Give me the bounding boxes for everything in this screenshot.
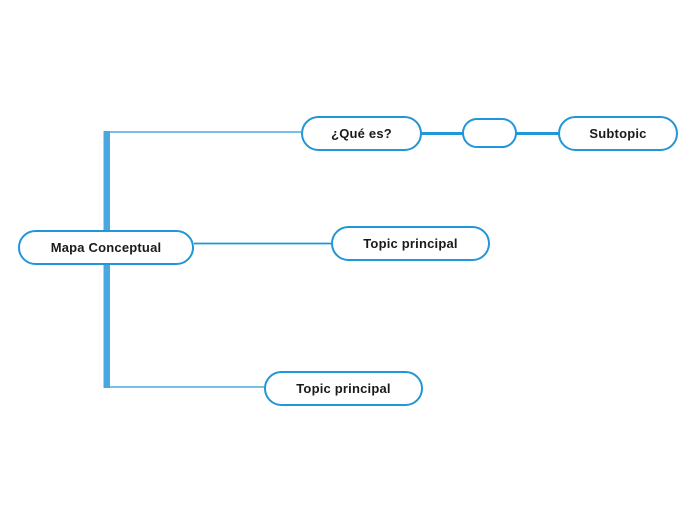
mindmap-node-root[interactable]: Mapa Conceptual xyxy=(18,230,194,265)
node-label-topic-principal-bottom: Topic principal xyxy=(296,381,391,396)
trunk-lower-connector xyxy=(103,247,110,388)
mindmap-node-subtopic[interactable]: Subtopic xyxy=(558,116,678,151)
mindmap-node-topic-principal-bottom[interactable]: Topic principal xyxy=(264,371,423,406)
node-label-que-es: ¿Qué es? xyxy=(331,126,392,141)
node-label-topic-principal-middle: Topic principal xyxy=(363,236,458,251)
mindmap-node-empty[interactable] xyxy=(462,118,517,148)
node-label-subtopic: Subtopic xyxy=(589,126,647,141)
node-label-root: Mapa Conceptual xyxy=(50,240,162,255)
mindmap-node-topic-principal-middle[interactable]: Topic principal xyxy=(331,226,490,261)
mindmap-node-que-es[interactable]: ¿Qué es? xyxy=(301,116,422,151)
